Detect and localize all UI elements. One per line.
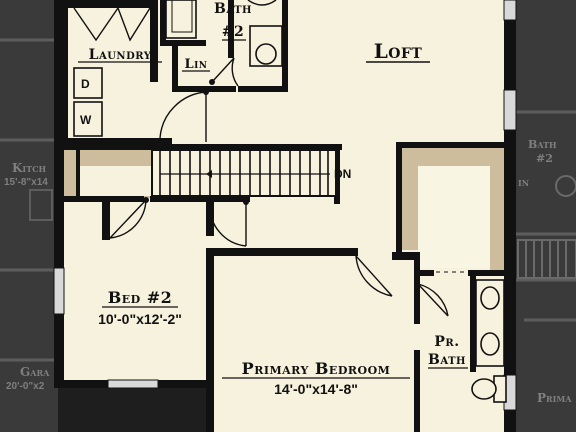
pr-bath-sink-1 bbox=[480, 286, 500, 310]
bath2-toilet bbox=[247, 0, 277, 6]
bed2-dimensions: 10'-0"x12'-2" bbox=[98, 311, 182, 327]
left-neighbor-fixture bbox=[29, 189, 53, 221]
fixtures: D W bbox=[73, 0, 507, 403]
bed2-door bbox=[109, 199, 147, 239]
right-neighbor-walls bbox=[516, 110, 576, 322]
left-kitchen-label: Kitch bbox=[12, 161, 46, 175]
pr-toilet-bowl bbox=[471, 378, 497, 400]
washer bbox=[73, 101, 103, 137]
left-garage-dims: 20'-0"x2 bbox=[6, 381, 45, 392]
loft-label: Loft bbox=[374, 39, 423, 63]
bath2-sink bbox=[255, 43, 277, 65]
pr-bath-sink-2 bbox=[480, 332, 500, 356]
closet-ledge-top bbox=[400, 148, 504, 166]
right-neighbor-sink bbox=[555, 175, 576, 197]
right-bath-number: #2 bbox=[536, 152, 553, 165]
stair-direction-label: DN bbox=[334, 167, 351, 181]
bed2-label: Bed #2 bbox=[108, 288, 173, 307]
room-labels: Loft Laundry Bath #2 Lin Bed #2 10'-0"x1… bbox=[78, 1, 468, 397]
linen-door bbox=[211, 57, 235, 83]
left-kitchen-dims: 15'-8"x14 bbox=[4, 177, 48, 188]
stair-landing bbox=[80, 166, 152, 196]
right-primary-label: Prima bbox=[537, 391, 572, 405]
closet-floor bbox=[418, 164, 492, 268]
dryer-label: D bbox=[81, 77, 90, 91]
laundry-bifold-door bbox=[73, 7, 151, 42]
left-neighbor-walls bbox=[0, 38, 58, 362]
laundry-door bbox=[159, 91, 207, 142]
linen-label: Lin bbox=[184, 57, 207, 72]
laundry-label: Laundry bbox=[89, 47, 152, 63]
primary-floor-extension bbox=[212, 380, 418, 432]
right-neighbor-fill bbox=[516, 0, 576, 432]
bed2-entry-door bbox=[209, 202, 247, 247]
windows bbox=[53, 0, 517, 411]
bath2-label: Bath bbox=[214, 1, 252, 17]
left-neighbor-unit: Kitch 15'-8"x14 Gara 20'-0"x2 bbox=[0, 0, 58, 432]
bath2-door bbox=[231, 57, 239, 87]
pr-bath-label: Pr. bbox=[434, 334, 459, 350]
staircase: DN bbox=[151, 149, 351, 197]
right-lin-label: in bbox=[518, 176, 529, 189]
closet-ledge-right bbox=[490, 148, 504, 270]
washer-label: W bbox=[80, 113, 92, 127]
right-neighbor-unit: Bath #2 in Prima bbox=[516, 0, 576, 432]
right-neighbor-stairs bbox=[517, 239, 576, 279]
primary-bedroom-dimensions: 14'-0"x14'-8" bbox=[274, 381, 358, 397]
left-garage-label: Gara bbox=[20, 365, 50, 379]
primary-bedroom-label: Primary Bedroom bbox=[242, 359, 391, 378]
primary-door bbox=[355, 255, 393, 297]
closet-ledge-left bbox=[400, 148, 418, 250]
pr-bath-label-line2: Bath bbox=[428, 352, 466, 368]
stair-arrow-icon bbox=[206, 170, 212, 178]
right-bath-label: Bath bbox=[528, 138, 557, 151]
pr-bath-door bbox=[417, 283, 449, 317]
doors bbox=[73, 7, 449, 317]
dryer bbox=[73, 67, 103, 99]
bath2-number: #2 bbox=[222, 24, 244, 40]
bathtub-inner bbox=[171, 0, 193, 33]
